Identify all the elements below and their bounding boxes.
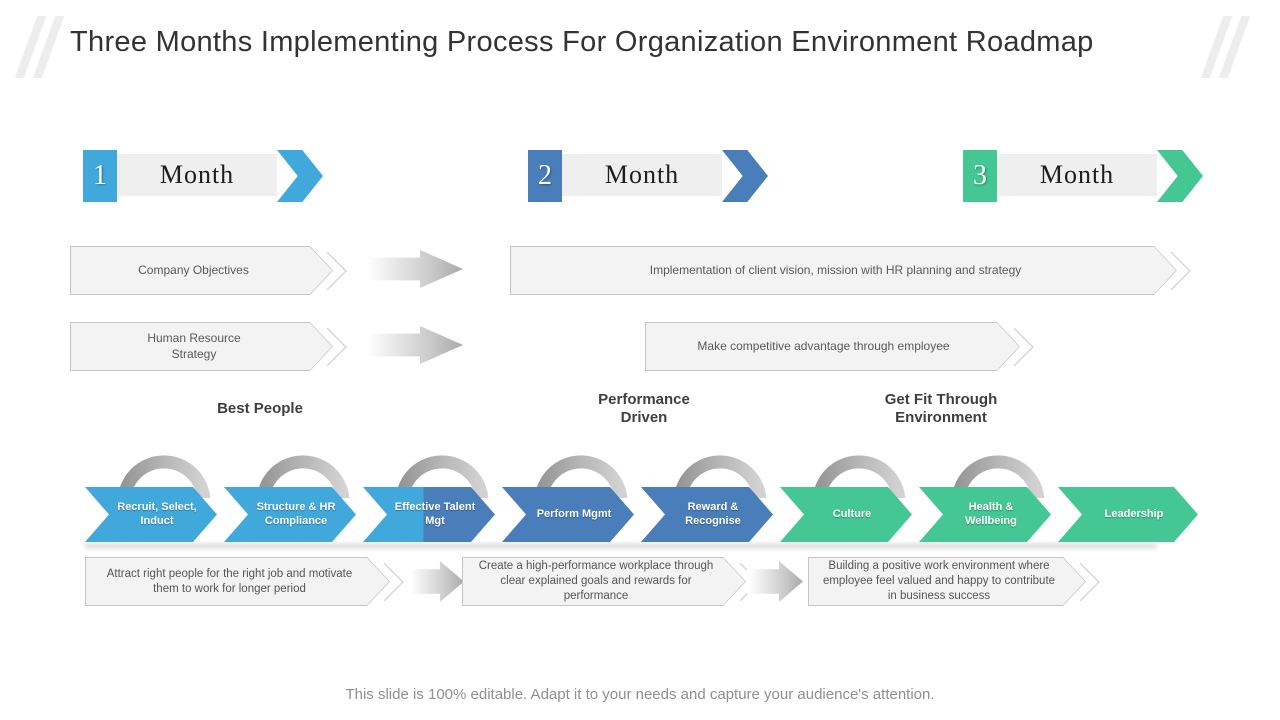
title-slashes-right bbox=[1200, 16, 1251, 78]
footer-note: This slide is 100% editable. Adapt it to… bbox=[345, 686, 935, 703]
month-3-number: 3 bbox=[963, 150, 997, 202]
process-step-leadership: Leadership bbox=[1058, 487, 1198, 542]
flow-arrow-icon bbox=[363, 326, 463, 364]
implementation-text: Implementation of client vision, mission… bbox=[649, 262, 1022, 277]
month-3-arrow-icon bbox=[1157, 150, 1203, 202]
band-shadow bbox=[85, 544, 1157, 548]
flow-arrow-icon bbox=[363, 250, 463, 288]
flow-arrow-icon bbox=[747, 561, 803, 602]
process-step-reward: Reward & Recognise bbox=[641, 487, 773, 542]
process-step-talent: Effective Talent Mgt bbox=[363, 487, 495, 542]
description-box-3: Building a positive work environment whe… bbox=[808, 557, 1100, 606]
month-3-label: Month bbox=[997, 154, 1157, 196]
description-text-3: Building a positive work environment whe… bbox=[822, 560, 1056, 602]
phase-label-get-fit: Get Fit Through Environment bbox=[884, 391, 998, 426]
human-resource-strategy-box: Human Resource Strategy bbox=[70, 322, 347, 371]
flow-arrow-icon bbox=[408, 561, 464, 602]
month-1-number: 1 bbox=[83, 150, 117, 202]
description-text-1: Attract right people for the right job a… bbox=[106, 567, 353, 595]
description-box-1: Attract right people for the right job a… bbox=[85, 557, 404, 606]
month-2-label: Month bbox=[562, 154, 722, 196]
description-box-2: Create a high-performance workplace thro… bbox=[462, 557, 760, 606]
title-slashes-left bbox=[14, 16, 65, 78]
human-resource-strategy-text: Human Resource Strategy bbox=[147, 330, 241, 361]
company-objectives-box: Company Objectives bbox=[70, 246, 347, 295]
month-1-arrow-icon bbox=[277, 150, 323, 202]
implementation-box: Implementation of client vision, mission… bbox=[510, 246, 1191, 295]
company-objectives-text: Company Objectives bbox=[138, 262, 249, 277]
competitive-advantage-box: Make competitive advantage through emplo… bbox=[645, 322, 1034, 371]
process-step-structure: Structure & HR Compliance bbox=[224, 487, 356, 542]
process-step-health: Health & Wellbeing bbox=[919, 487, 1051, 542]
month-2-number: 2 bbox=[528, 150, 562, 202]
phase-label-best-people: Best People bbox=[217, 400, 303, 417]
description-text-2: Create a high-performance workplace thro… bbox=[478, 560, 714, 602]
process-step-culture: Culture bbox=[780, 487, 912, 542]
process-step-perform: Perform Mgmt bbox=[502, 487, 634, 542]
month-1-label: Month bbox=[117, 154, 277, 196]
month-2-arrow-icon bbox=[722, 150, 768, 202]
page-title: Three Months Implementing Process For Or… bbox=[70, 26, 1094, 58]
phase-label-performance-driven: Performance Driven bbox=[598, 391, 690, 426]
process-step-recruit: Recruit, Select, Induct bbox=[85, 487, 217, 542]
competitive-advantage-text: Make competitive advantage through emplo… bbox=[697, 338, 950, 353]
